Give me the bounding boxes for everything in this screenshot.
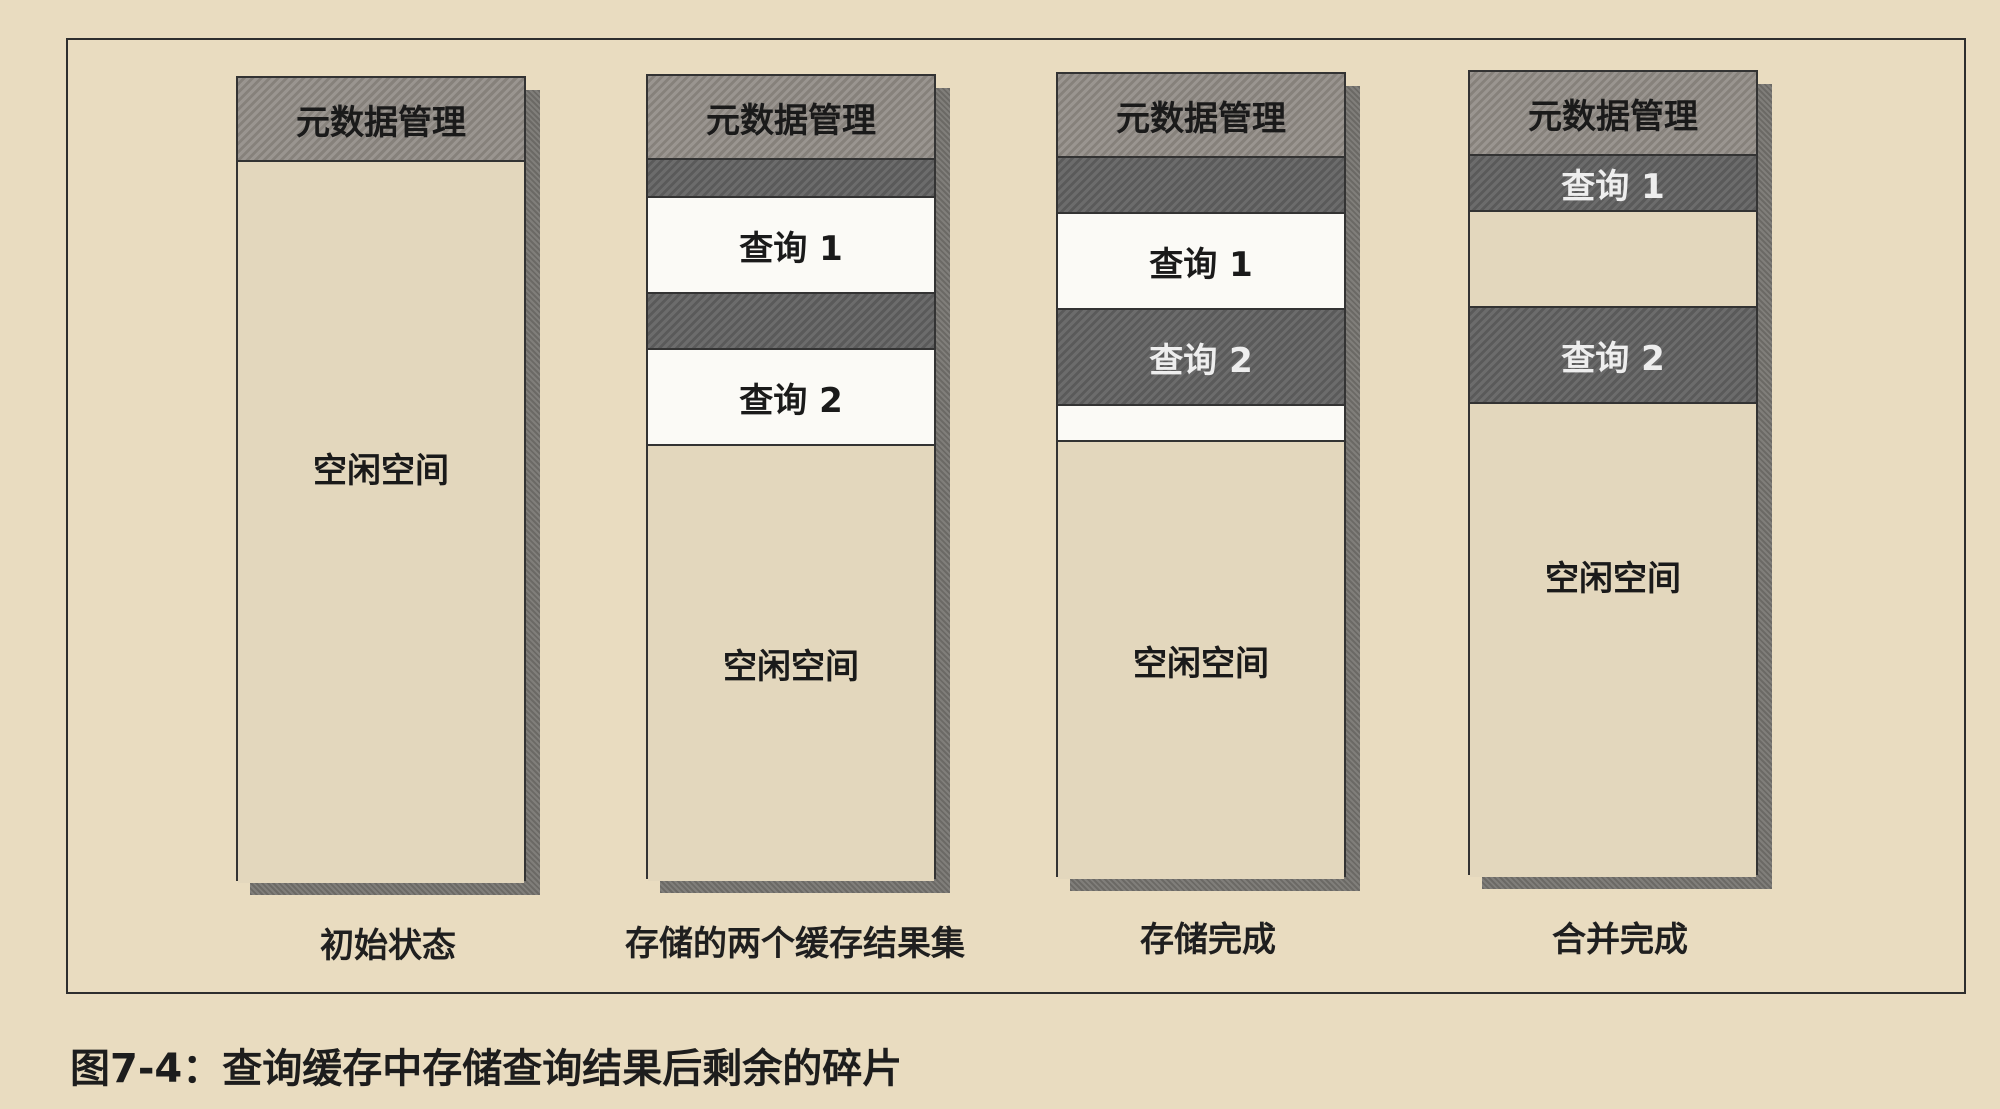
segment-label: 空闲空间 — [723, 647, 859, 687]
segment-label: 空闲空间 — [313, 451, 449, 491]
segment-label: 查询 2 — [739, 380, 843, 421]
segment-label: 元数据管理 — [1116, 98, 1286, 139]
memory-column-store-complete: 元数据管理 查询 1 查询 2 空闲空间 — [1056, 72, 1360, 891]
segment-label: 元数据管理 — [706, 100, 876, 141]
column-caption: 合并完成 — [1552, 920, 1688, 960]
segment-label: 空闲空间 — [1545, 559, 1681, 599]
gap-segment — [1470, 212, 1756, 308]
metadata-segment: 元数据管理 — [238, 78, 524, 162]
diagram-frame — [66, 38, 1966, 994]
memory-column-two-results: 元数据管理 查询 1 查询 2 空闲空间 — [646, 74, 950, 893]
free-space-segment: 空闲空间 — [1058, 442, 1344, 879]
metadata-segment: 元数据管理 — [1058, 74, 1344, 158]
segment-label: 空闲空间 — [1133, 644, 1269, 684]
metadata-segment: 元数据管理 — [1470, 72, 1756, 156]
query-1-segment: 查询 1 — [1058, 214, 1344, 310]
segment-label: 查询 2 — [1149, 340, 1253, 381]
gap-segment — [1058, 406, 1344, 442]
column-caption: 存储的两个缓存结果集 — [625, 924, 965, 964]
column-box: 元数据管理 查询 1 查询 2 空闲空间 — [646, 74, 936, 881]
memory-column-merge-complete: 元数据管理 查询 1 查询 2 空闲空间 — [1468, 70, 1772, 889]
column-box: 元数据管理 空闲空间 — [236, 76, 526, 883]
free-space-segment: 空闲空间 — [1470, 404, 1756, 877]
segment-label: 查询 1 — [739, 228, 843, 269]
query-2-segment: 查询 2 — [1470, 308, 1756, 404]
segment-label: 查询 1 — [1561, 166, 1665, 207]
used-block-segment — [648, 294, 934, 350]
metadata-segment: 元数据管理 — [648, 76, 934, 160]
figure-caption: 图7-4：查询缓存中存储查询结果后剩余的碎片 — [70, 1046, 903, 1092]
column-box: 元数据管理 查询 1 查询 2 空闲空间 — [1056, 72, 1346, 879]
query-1-segment: 查询 1 — [648, 198, 934, 294]
query-2-segment: 查询 2 — [1058, 310, 1344, 406]
used-block-segment — [1058, 158, 1344, 214]
column-caption: 存储完成 — [1140, 920, 1276, 960]
query-2-segment: 查询 2 — [648, 350, 934, 446]
column-box: 元数据管理 查询 1 查询 2 空闲空间 — [1468, 70, 1758, 877]
column-caption: 初始状态 — [320, 926, 456, 966]
memory-column-initial: 元数据管理 空闲空间 — [236, 76, 540, 895]
used-block-segment — [648, 160, 934, 198]
segment-label: 元数据管理 — [296, 102, 466, 143]
query-1-segment: 查询 1 — [1470, 156, 1756, 212]
free-space-segment: 空闲空间 — [238, 162, 524, 883]
segment-label: 查询 1 — [1149, 244, 1253, 285]
segment-label: 元数据管理 — [1528, 96, 1698, 137]
free-space-segment: 空闲空间 — [648, 446, 934, 881]
segment-label: 查询 2 — [1561, 338, 1665, 379]
